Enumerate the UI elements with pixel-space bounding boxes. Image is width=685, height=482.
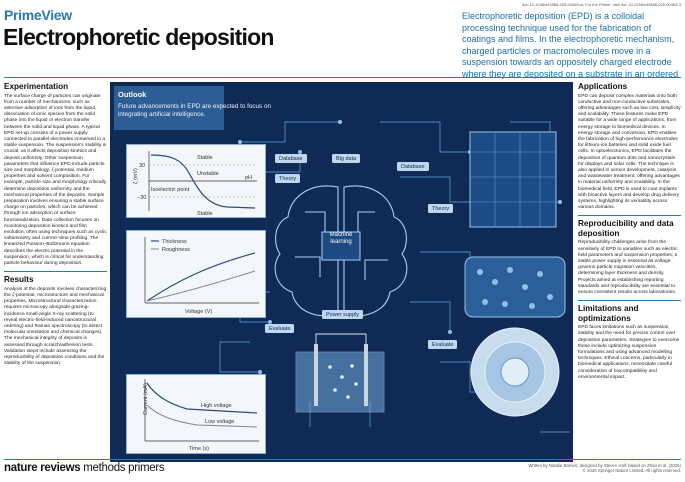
roughness-legend: Roughness (162, 247, 190, 253)
reproducibility-body: Reproducibility challenges arise from th… (578, 240, 678, 295)
top-divider (4, 77, 681, 78)
bottom-divider (4, 459, 681, 460)
doi-line: doi: 10.1038/s43586-025-00469-w; For the… (522, 2, 681, 7)
zeta-tick-30: 30 (139, 163, 145, 169)
evaluate-tag-left: Evaluate (265, 324, 295, 333)
outlook-heading: Outlook (118, 90, 147, 99)
low-voltage-label: Low voltage (205, 419, 234, 425)
power-supply-wires (315, 333, 367, 352)
experimentation-heading: Experimentation (4, 82, 69, 91)
electrode-disc-icon (470, 327, 560, 417)
current-time-chart: Current (mA) High voltage Low voltage Ti… (126, 374, 266, 454)
thickness-chart: Thickness Roughness Voltage (V) (126, 230, 266, 318)
results-body: Analysis of the deposits involves charac… (4, 286, 107, 367)
illustration-panel: Outlook Future advancements in EPD are e… (110, 82, 573, 462)
outlook-box (114, 86, 224, 130)
zeta-ylabel: ζ (mV) (133, 168, 139, 184)
applications-body: EPD can deposit complex materials onto b… (578, 93, 681, 211)
theory-tag-right: Theory (428, 204, 454, 213)
database-tag-right: Database (397, 162, 429, 171)
zeta-ph-label: pH (245, 175, 252, 181)
limitations-body: EPD faces limitations such as suspension… (578, 325, 680, 380)
high-voltage-label: High voltage (201, 403, 232, 409)
section-divider (578, 215, 681, 217)
zeta-potential-chart: ζ (mV) 30 −30 Stable Unstable Isoelectri… (126, 144, 266, 218)
left-column: Experimentation The surface charge of pa… (4, 82, 107, 367)
thickness-legend: Thickness (162, 239, 187, 245)
current-xlabel: Time (s) (189, 446, 209, 452)
zeta-stable-bottom: Stable (197, 211, 213, 217)
experimentation-body: The surface charge of particles can orig… (4, 93, 107, 266)
section-divider (578, 300, 681, 302)
power-supply-tag: Power supply (322, 310, 364, 319)
zeta-isoelectric: Isoelectric point (151, 187, 190, 193)
zeta-tick-minus30: −30 (137, 195, 146, 201)
circuit-background (130, 120, 570, 433)
section-divider (4, 271, 107, 273)
brand-label: PrimeView (4, 7, 72, 23)
thickness-curve (146, 252, 256, 302)
current-ylabel: Current (mA) (143, 383, 149, 415)
evaluate-tag-right: Evaluate (428, 340, 458, 349)
thickness-chart-svg: Thickness Roughness Voltage (V) (144, 237, 259, 315)
reproducibility-heading: Reproducibility and data deposition (578, 219, 674, 238)
deposition-cell-icon (295, 344, 385, 413)
credit-line-2: © 2026 Springer Nature Limited. All righ… (582, 468, 681, 474)
brain-circuit-icon (274, 185, 408, 317)
zeta-stable-top: Stable (197, 155, 213, 161)
current-chart-svg: Current (mA) High voltage Low voltage Ti… (143, 379, 259, 452)
results-heading: Results (4, 275, 34, 285)
thickness-xlabel: Voltage (V) (185, 309, 212, 315)
low-voltage-curve (146, 404, 258, 428)
outlook-text: Future advancements in EPD are expected … (118, 103, 271, 118)
electrode-grid-icon (469, 131, 557, 228)
journal-logo-bold: nature reviews (4, 462, 81, 474)
high-voltage-curve (146, 382, 258, 414)
page-title: Electrophoretic deposition (3, 24, 274, 50)
footer-credit: Written by Natalie Barnes; designed by S… (528, 463, 681, 474)
right-column: Applications EPD can deposit complex mat… (578, 82, 681, 381)
coated-substrate-icon (464, 256, 566, 318)
zeta-curve (150, 154, 256, 209)
journal-logo: nature reviews methods primers (4, 462, 165, 474)
zeta-chart-svg: ζ (mV) 30 −30 Stable Unstable Isoelectri… (133, 151, 257, 217)
journal-logo-light: methods primers (80, 462, 165, 474)
database-tag-left: Database (275, 154, 307, 163)
zeta-unstable: Unstable (197, 171, 219, 177)
applications-heading: Applications (578, 82, 628, 91)
intro-text: Electrophoretic deposition (EPD) is a co… (462, 11, 679, 90)
credit-line-1: Written by Natalie Barnes; designed by S… (528, 463, 681, 468)
machine-learning-label: Machine learning (329, 232, 353, 245)
limitations-heading: Limitations and optimizations (578, 304, 639, 323)
roughness-curve (146, 270, 256, 302)
big-data-tag: Big data (332, 154, 361, 163)
theory-tag-left: Theory (275, 174, 301, 183)
